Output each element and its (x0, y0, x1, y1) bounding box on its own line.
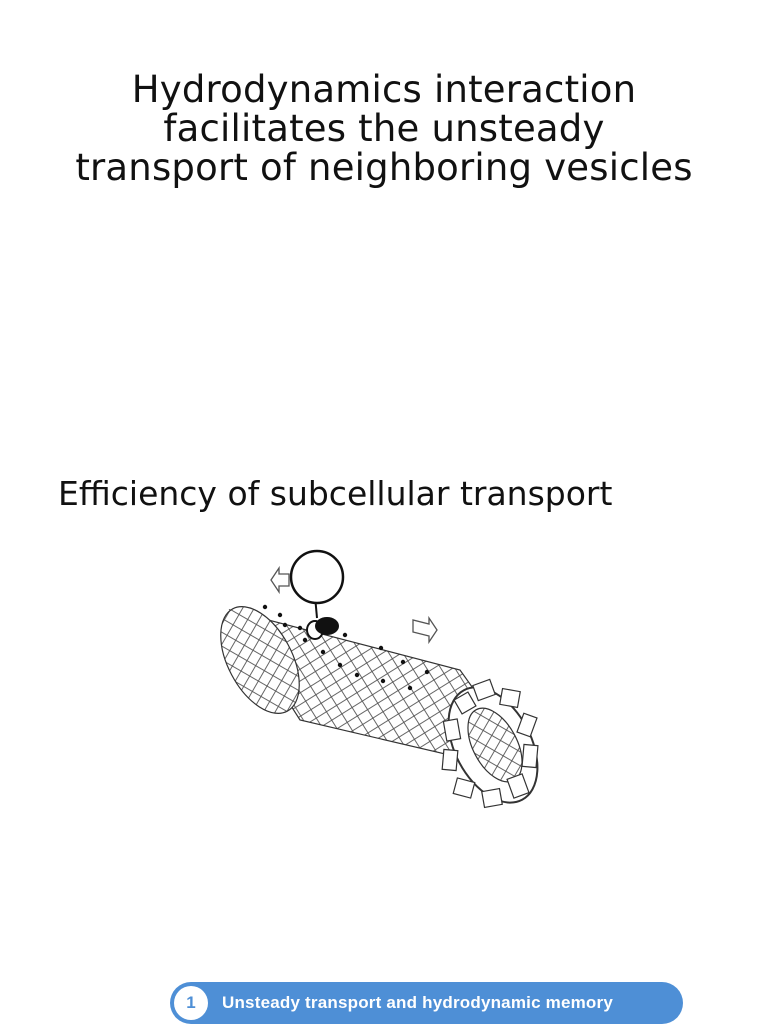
section-heading: Efficiency of subcellular transport (58, 474, 613, 513)
microtubule-body (220, 604, 539, 809)
title-line-3: transport of neighboring vesicles (75, 146, 693, 189)
slide-title: Hydrodynamics interaction facilitates th… (40, 70, 728, 187)
title-line-1: Hydrodynamics interaction (131, 68, 637, 111)
vesicle-and-motor (289, 549, 345, 640)
section-tag-label: Unsteady transport and hydrodynamic memo… (222, 993, 613, 1012)
direction-arrows (270, 565, 438, 645)
title-line-2: facilitates the unsteady (163, 107, 605, 150)
section-tag: 1 Unsteady transport and hydrodynamic me… (170, 982, 683, 1024)
section-number-badge: 1 (174, 986, 208, 1020)
microtubule-illustration-icon (220, 549, 539, 809)
